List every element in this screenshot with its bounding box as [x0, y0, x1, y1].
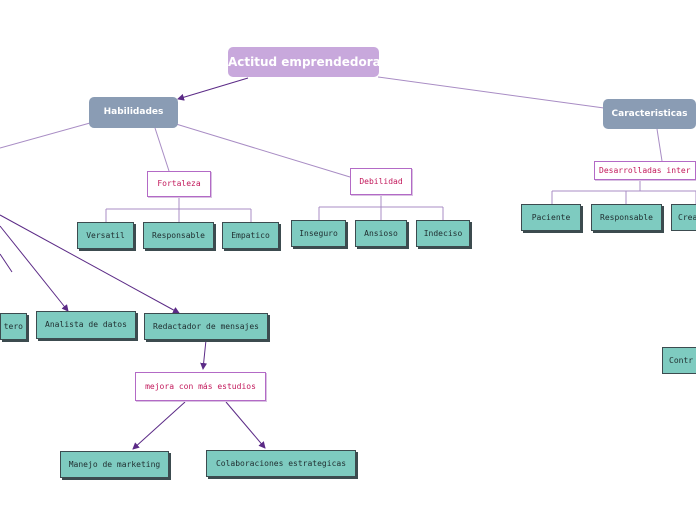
leaf-responsable[interactable]: Responsable: [143, 222, 214, 249]
leaf-versatil[interactable]: Versatil: [77, 222, 134, 249]
fortaleza-node[interactable]: Fortaleza: [147, 171, 211, 197]
habilidades-node[interactable]: Habilidades: [89, 97, 178, 128]
leaf-role-partial[interactable]: tero: [0, 313, 27, 340]
caracteristicas-node[interactable]: Caracteristicas: [603, 99, 696, 129]
leaf-inseguro[interactable]: Inseguro: [291, 220, 346, 247]
leaf-manejo-de-marketing[interactable]: Manejo de marketing: [60, 451, 169, 478]
leaf-ansioso[interactable]: Ansioso: [355, 220, 407, 247]
leaf-colaboraciones-estrategicas[interactable]: Colaboraciones estrategicas: [206, 450, 356, 477]
desarrolladas-node[interactable]: Desarrolladas inter: [594, 161, 696, 180]
leaf-indeciso[interactable]: Indeciso: [416, 220, 470, 247]
leaf-partial-contr[interactable]: Contr: [662, 347, 696, 374]
leaf-partial-crea[interactable]: Crea: [671, 204, 696, 231]
leaf-redactador-de-mensajes[interactable]: Redactador de mensajes: [144, 313, 268, 340]
leaf-responsable-2[interactable]: Responsable: [591, 204, 662, 231]
debilidad-node[interactable]: Debilidad: [350, 168, 412, 195]
leaf-paciente[interactable]: Paciente: [521, 204, 581, 231]
leaf-analista-de-datos[interactable]: Analista de datos: [36, 311, 136, 339]
leaf-empatico[interactable]: Empatico: [222, 222, 279, 249]
root-node[interactable]: Actitud emprendedoras: [228, 47, 388, 77]
mejora-node[interactable]: mejora con más estudios: [135, 372, 266, 401]
